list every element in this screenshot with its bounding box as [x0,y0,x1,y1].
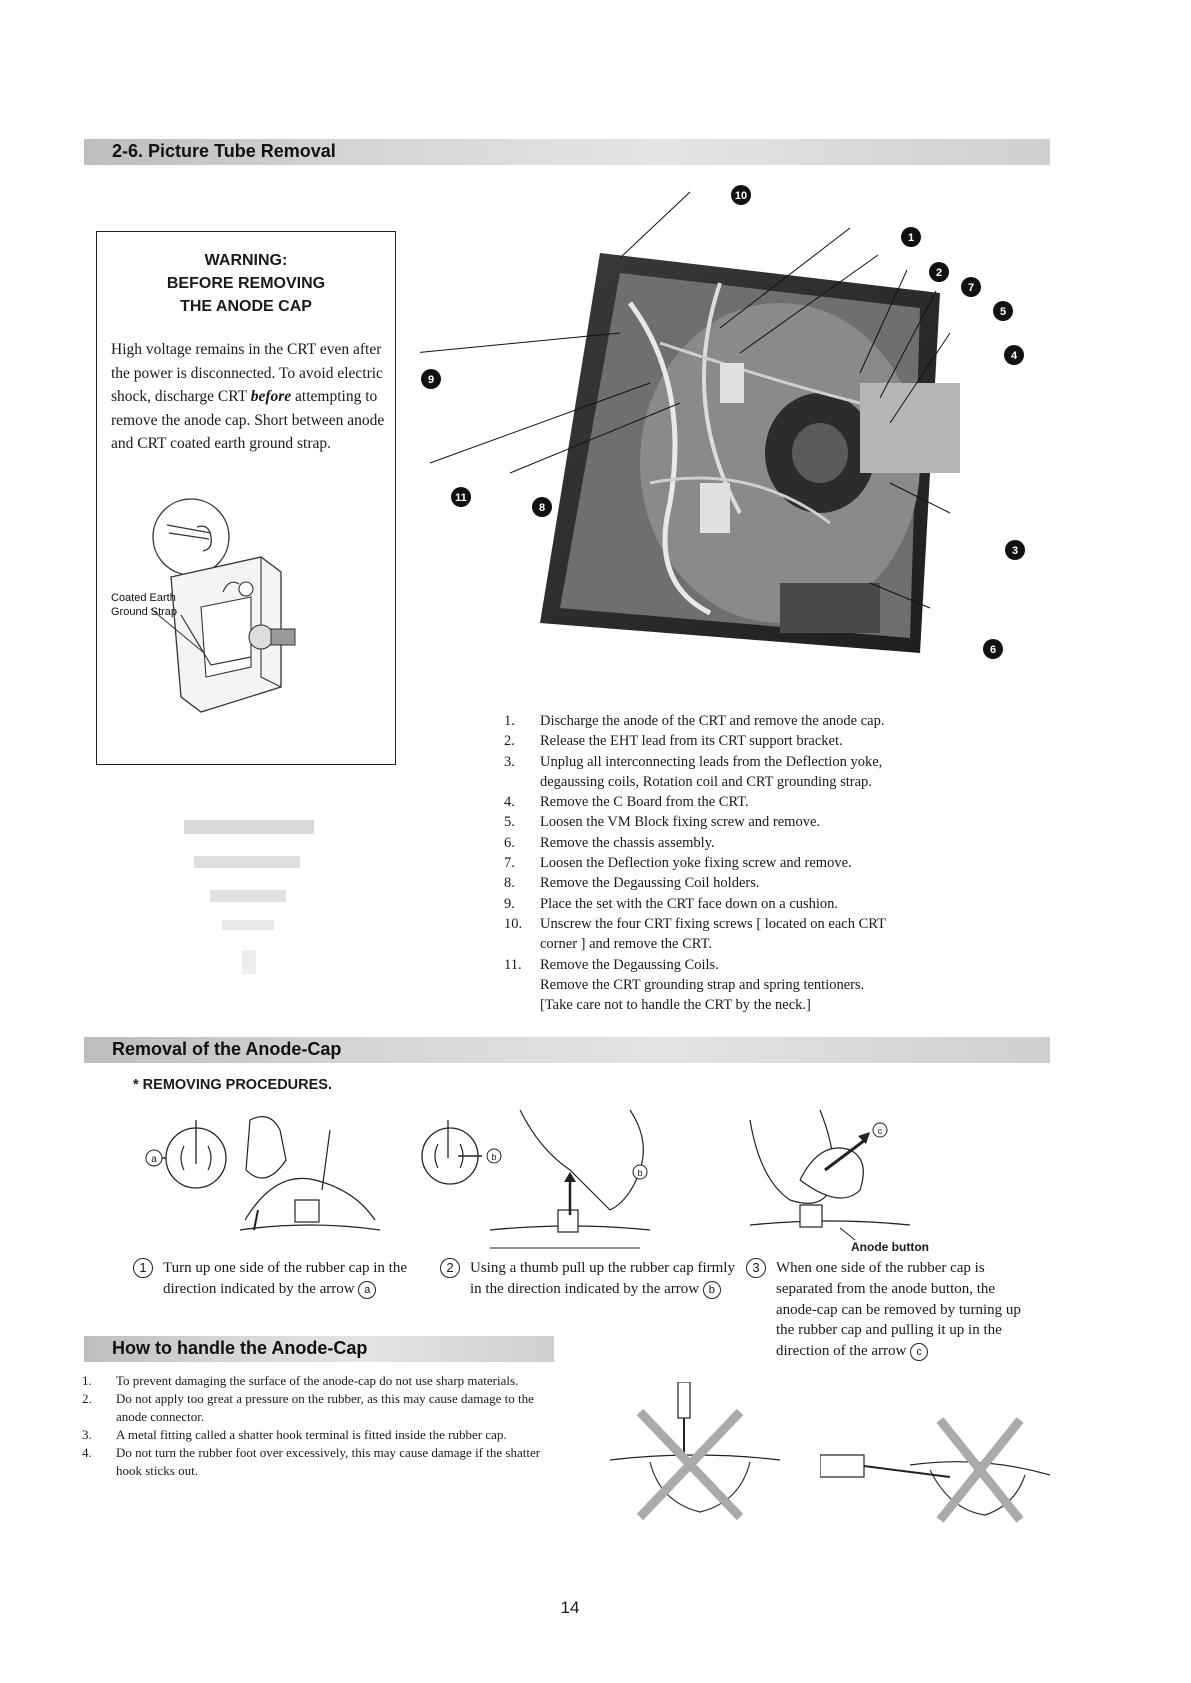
procedure-step-2: 2 Using a thumb pull up the rubber cap f… [440,1258,740,1300]
procedures-label: * REMOVING PROCEDURES. [133,1077,332,1093]
callout-10: 10 [735,190,747,202]
list-item: 2.Do not apply too great a pressure on t… [82,1391,534,1424]
callout-9: 9 [428,374,434,386]
step-number-badge: 1 [133,1258,153,1278]
earth-strap-illustration: Coated Earth Ground Strap [111,498,296,713]
arrow-c-badge: c [910,1343,929,1362]
procedure-step-1: 1 Turn up one side of the rubber cap in … [133,1258,425,1300]
strap-label-line2: Ground Strap [111,606,177,618]
callout-2: 2 [936,267,942,279]
callout-6: 6 [990,644,996,656]
warning-title: WARNING: BEFORE REMOVING THE ANODE CAP [166,252,326,315]
anode-button-label: Anode button [851,1240,929,1254]
strap-label-line1: Coated Earth [111,592,176,604]
warning-body: High voltage remains in the CRT even aft… [111,341,385,452]
decorative-fade-marks [184,820,314,974]
section-title: How to handle the Anode-Cap [112,1338,368,1358]
svg-text:b: b [491,1152,496,1162]
list-item: 6.Remove the chassis assembly. [504,834,715,851]
list-item: 11.Remove the Degaussing Coils.Remove th… [504,956,865,1014]
callout-11: 11 [455,492,467,504]
warning-box: WARNING: BEFORE REMOVING THE ANODE CAP H… [96,231,396,765]
callout-4: 4 [1011,350,1018,362]
step-number-badge: 2 [440,1258,460,1278]
do-not-use-screwdriver-icon [610,1382,780,1521]
list-item: 7.Loosen the Deflection yoke fixing scre… [504,855,852,872]
removal-steps-list: 1.Discharge the anode of the CRT and rem… [504,711,974,1015]
callout-8: 8 [539,502,545,514]
list-item: 4.Remove the C Board from the CRT. [504,794,749,811]
list-item: 8.Remove the Degaussing Coil holders. [504,875,760,892]
list-item: 9.Place the set with the CRT face down o… [504,895,839,912]
section-header-handle-anode-cap: How to handle the Anode-Cap [84,1336,554,1362]
callout-3: 3 [1012,545,1018,557]
list-item: 5.Loosen the VM Block fixing screw and r… [504,814,821,831]
procedure-2-illustration: b b [421,1109,651,1249]
section-title: Removal of the Anode-Cap [112,1039,342,1059]
crt-chassis-illustration: 10 1 2 7 5 4 9 11 8 3 6 [420,185,1025,659]
section-header-picture-tube-removal: 2-6. Picture Tube Removal [84,139,1050,165]
procedure-3-illustration: c [749,1109,911,1241]
svg-text:a: a [151,1154,157,1165]
list-item: 1.Discharge the anode of the CRT and rem… [504,713,885,729]
svg-text:b: b [637,1168,642,1178]
arrow-a-badge: a [358,1280,377,1299]
do-not-pry-sideways-icon [820,1417,1050,1523]
list-item: 3.A metal fitting called a shatter hook … [82,1427,507,1442]
step-number-badge: 3 [746,1258,766,1278]
list-item: 1.To prevent damaging the surface of the… [82,1373,519,1388]
svg-text:c: c [878,1126,883,1136]
list-item: 4.Do not turn the rubber foot over exces… [82,1445,541,1478]
section-header-anode-cap-removal: Removal of the Anode-Cap [84,1037,1050,1063]
list-item: 3.Unplug all interconnecting leads from … [504,753,883,790]
list-item: 2.Release the EHT lead from its CRT supp… [504,733,843,750]
handling-list: 1.To prevent damaging the surface of the… [82,1372,562,1480]
page-number: 14 [560,1598,580,1617]
callout-7: 7 [968,282,974,294]
procedure-step-3: 3 When one side of the rubber cap is sep… [746,1258,1036,1362]
procedure-1-illustration: a [145,1116,381,1231]
section-title: 2-6. Picture Tube Removal [112,141,336,161]
list-item: 10.Unscrew the four CRT fixing screws [ … [504,915,886,953]
callout-5: 5 [1000,306,1006,318]
arrow-b-badge: b [702,1280,721,1299]
callout-1: 1 [908,232,914,244]
